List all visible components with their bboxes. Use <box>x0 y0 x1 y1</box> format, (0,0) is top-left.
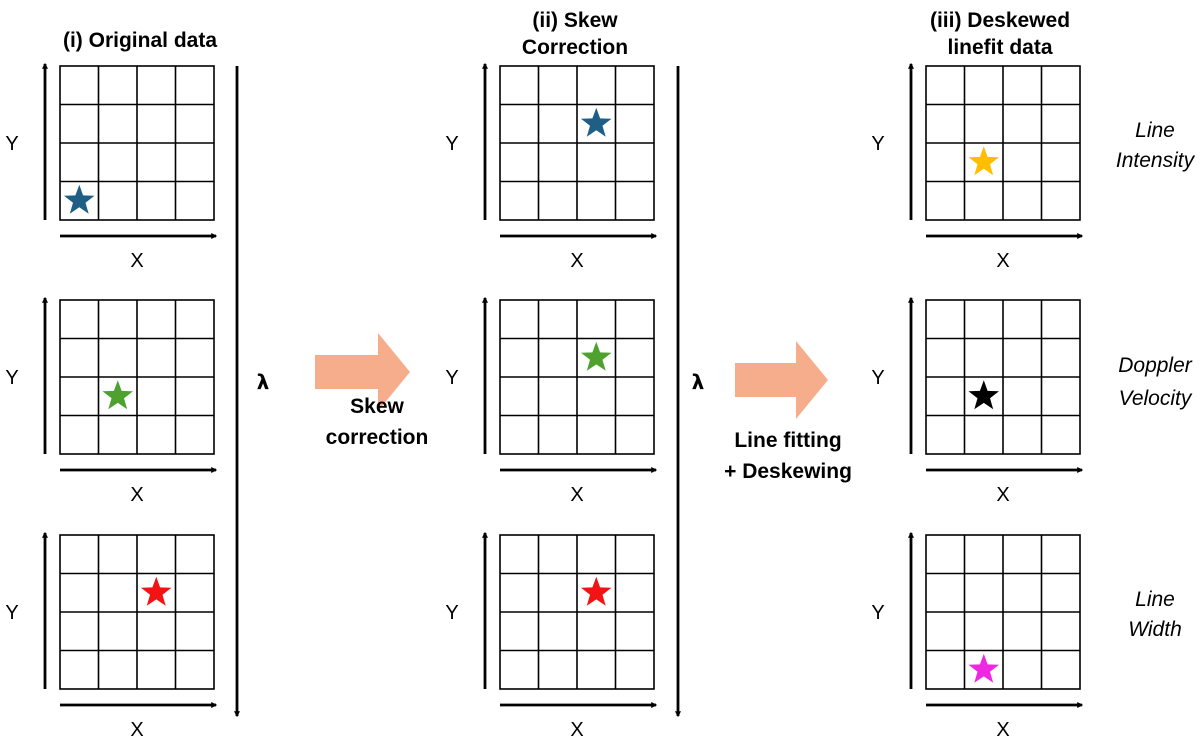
process-arrow-label: + Deskewing <box>724 460 852 483</box>
data-grid: YX <box>871 531 1084 741</box>
data-grid: YX <box>5 62 218 272</box>
y-axis-label: Y <box>445 602 458 624</box>
data-grid: YX <box>445 531 658 741</box>
data-grid: YX <box>871 296 1084 506</box>
star-icon <box>581 107 612 137</box>
x-axis-label: X <box>130 719 143 741</box>
y-axis-label: Y <box>445 367 458 389</box>
y-axis-label: Y <box>445 133 458 155</box>
y-axis-label: Y <box>5 367 18 389</box>
column-title: (i) Original data <box>63 29 217 52</box>
star-icon <box>968 653 999 683</box>
star-icon <box>102 380 133 410</box>
y-axis-label: Y <box>5 133 18 155</box>
process-arrow-label: Line fitting <box>734 429 841 452</box>
data-grid: YX <box>445 296 658 506</box>
parameter-label: Width <box>1128 618 1182 641</box>
data-grid: YX <box>445 62 658 272</box>
x-axis-label: X <box>570 484 583 506</box>
star-icon <box>581 576 612 606</box>
y-axis-label: Y <box>5 602 18 624</box>
star-icon <box>64 184 95 214</box>
star-icon <box>141 576 172 606</box>
x-axis-label: X <box>996 484 1009 506</box>
data-grid: YX <box>871 62 1084 272</box>
x-axis-label: X <box>996 719 1009 741</box>
process-arrow-icon <box>735 341 828 419</box>
x-axis-label: X <box>570 719 583 741</box>
process-arrow-icon <box>315 333 410 411</box>
parameter-label: Velocity <box>1119 387 1193 410</box>
column-title: (iii) Deskewed <box>930 9 1070 32</box>
parameter-label: Line <box>1135 119 1175 142</box>
star-icon <box>968 146 999 176</box>
data-grid: YX <box>5 531 218 741</box>
wavelength-label: λ <box>257 370 270 394</box>
y-axis-label: Y <box>871 602 884 624</box>
x-axis-label: X <box>130 250 143 272</box>
process-arrow-label: correction <box>326 426 429 449</box>
y-axis-label: Y <box>871 133 884 155</box>
process-arrow-label: Skew <box>350 395 404 418</box>
parameter-label: Doppler <box>1118 354 1193 377</box>
x-axis-label: X <box>570 250 583 272</box>
star-icon <box>968 380 999 410</box>
parameter-label: Intensity <box>1116 149 1196 172</box>
star-icon <box>581 341 612 371</box>
wavelength-label: λ <box>692 370 705 394</box>
y-axis-label: Y <box>871 367 884 389</box>
parameter-label: Line <box>1135 588 1175 611</box>
column-title: Correction <box>522 36 628 59</box>
column-title: (ii) Skew <box>532 9 618 32</box>
x-axis-label: X <box>996 250 1009 272</box>
data-grid: YX <box>5 296 218 506</box>
x-axis-label: X <box>130 484 143 506</box>
column-title: linefit data <box>947 36 1052 59</box>
